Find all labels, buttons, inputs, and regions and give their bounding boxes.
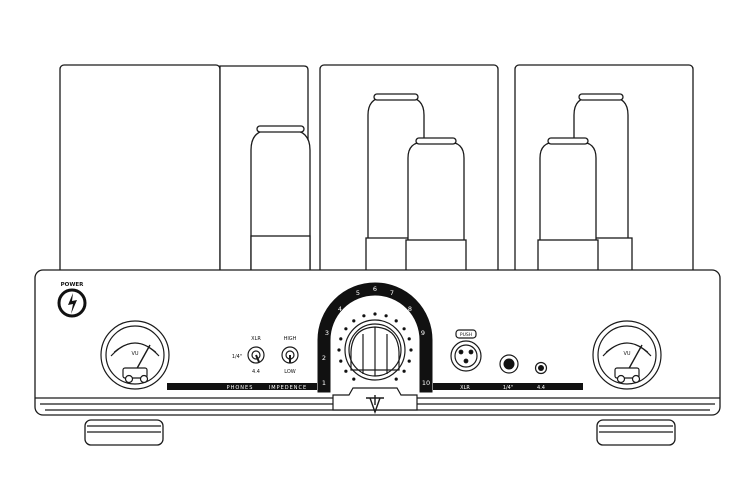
- volume-scale: 1 2 3 4 5 6 7 8 9 10: [322, 285, 430, 387]
- volume-dot: [409, 348, 413, 352]
- strip-label-impedence: IMPEDENCE: [269, 385, 307, 391]
- foot-left: [84, 419, 164, 446]
- vu-meter-left: [100, 320, 170, 390]
- strip-label-quarter: 1/4": [503, 385, 513, 391]
- vu-unit-left: VU: [131, 351, 138, 357]
- vu-meter-right: [592, 320, 662, 390]
- volume-dot: [407, 359, 411, 363]
- volume-scale-number: 8: [408, 305, 412, 313]
- volume-dot: [362, 314, 366, 318]
- volume-dot: [402, 327, 406, 331]
- volume-dot: [337, 348, 341, 352]
- strip-label-phones: PHONES: [227, 385, 254, 391]
- volume-dot: [394, 377, 398, 381]
- rectifier-tube: [219, 65, 311, 281]
- driver-tube-right: [537, 137, 599, 281]
- driver-tube-left: [405, 137, 467, 281]
- input-label-quarter: 1/4": [232, 354, 242, 360]
- volume-dot: [344, 327, 348, 331]
- impedance-label-high: HIGH: [284, 336, 297, 342]
- quarter-inch-jack[interactable]: [499, 354, 519, 374]
- input-selector-switch[interactable]: [247, 346, 265, 364]
- volume-dot: [352, 319, 356, 323]
- input-label-xlr: XLR: [251, 336, 261, 342]
- volume-scale-number: 10: [422, 379, 430, 387]
- volume-dot-ring: [337, 312, 413, 381]
- volume-dot: [373, 312, 377, 316]
- impedance-switch[interactable]: [281, 346, 299, 364]
- volume-scale-number: 4: [338, 305, 342, 313]
- power-label: POWER: [61, 282, 85, 288]
- xlr-jack[interactable]: [450, 329, 482, 372]
- input-label-4-4: 4.4: [252, 369, 260, 375]
- volume-arch: [317, 282, 433, 393]
- volume-dot: [407, 337, 411, 341]
- power-transformer-cover: [59, 64, 221, 281]
- xlr-push-label: PUSH: [460, 332, 472, 338]
- power-switch[interactable]: [57, 288, 87, 318]
- strip-label-xlr: XLR: [460, 385, 470, 391]
- volume-scale-number: 3: [325, 329, 329, 337]
- volume-dot: [339, 359, 343, 363]
- volume-dot: [344, 369, 348, 373]
- volume-dot: [402, 369, 406, 373]
- volume-dot: [339, 337, 343, 341]
- volume-scale-number: 6: [373, 285, 377, 293]
- volume-dot: [394, 319, 398, 323]
- label-strip-right: [433, 383, 583, 390]
- volume-scale-number: 9: [421, 329, 425, 337]
- volume-dot: [384, 314, 388, 318]
- impedance-label-low: LOW: [284, 369, 296, 375]
- volume-scale-number: 7: [390, 289, 394, 297]
- volume-dot: [352, 377, 356, 381]
- volume-scale-number: 5: [356, 289, 360, 297]
- logo-badge: [332, 387, 418, 415]
- strip-label-4-4: 4.4: [537, 385, 545, 391]
- foot-right: [596, 419, 676, 446]
- volume-knob[interactable]: [344, 319, 406, 381]
- volume-scale-number: 2: [322, 354, 326, 362]
- label-strip-left: [167, 383, 317, 390]
- vu-unit-right: VU: [623, 351, 630, 357]
- four-four-jack[interactable]: [534, 361, 548, 375]
- volume-scale-number: 1: [322, 379, 326, 387]
